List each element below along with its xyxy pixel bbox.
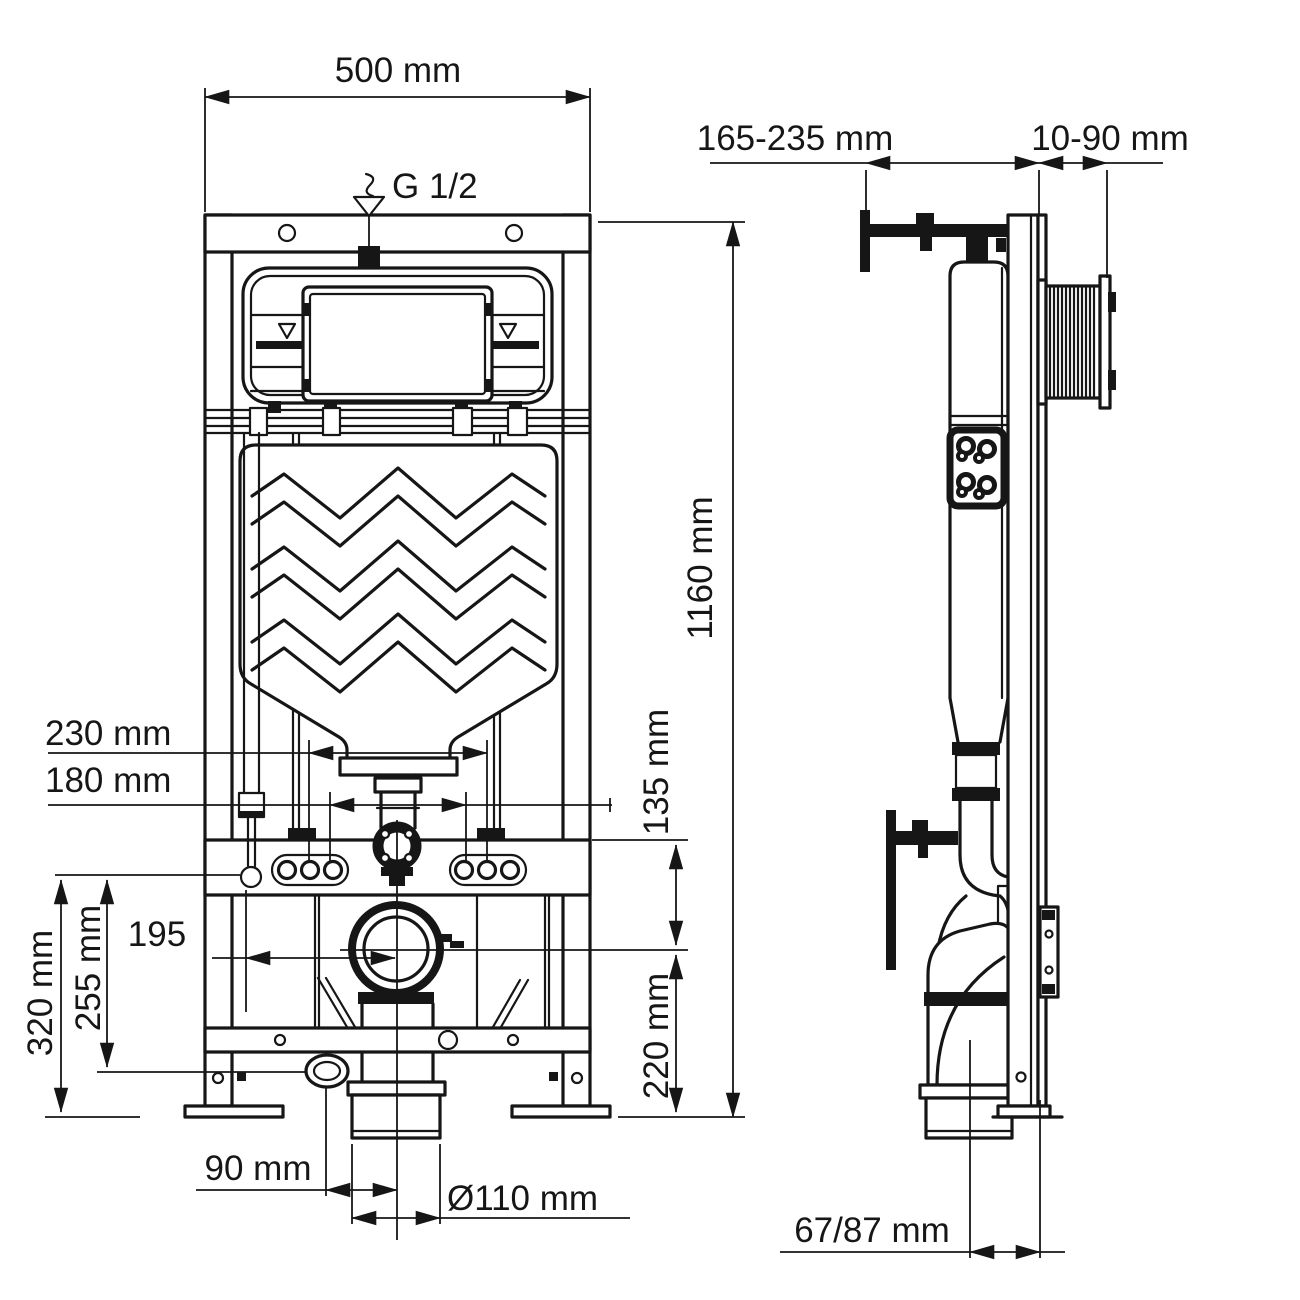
- cistern-side: [948, 232, 1010, 801]
- dim-label-water-inlet: G 1/2: [392, 167, 478, 206]
- dim-label-frame-width: 500 mm: [335, 51, 461, 90]
- top-bar-hole: [504, 223, 524, 243]
- dim-frame-height: 1160 mm: [681, 221, 741, 1118]
- dim-fixing-wide: 230 mm: [45, 714, 488, 761]
- level-mark-icon: [277, 322, 297, 340]
- frame-top-bar: [203, 213, 592, 254]
- level-mark-icon: [498, 322, 518, 340]
- fixing-slot: [448, 853, 528, 887]
- access-window: [301, 285, 494, 403]
- dim-label-bracket-height: 320 mm: [21, 930, 60, 1056]
- dim-label-fixing-narrow: 180 mm: [45, 761, 171, 800]
- dim-side-port-height: 255 mm: [69, 879, 115, 1068]
- dim-crossbar-to-outlet: 135 mm: [637, 709, 684, 946]
- inlet-fitting-side: [966, 232, 988, 262]
- left-foot: [183, 1104, 285, 1119]
- dim-water-inlet: G 1/2: [352, 167, 478, 250]
- dim-label-fixing-wide: 230 mm: [45, 714, 171, 753]
- dim-label-outlet-height: 220 mm: [637, 973, 676, 1099]
- inlet-fitting: [358, 246, 380, 268]
- dim-outlet-diameter: Ø110 mm: [351, 1179, 630, 1226]
- frame-front: [203, 213, 592, 1108]
- dim-label-front-adjustment: 10-90 mm: [1031, 119, 1189, 158]
- lower-wall-bracket: [886, 810, 958, 970]
- sleeve-end-plate: [1098, 274, 1112, 410]
- dim-label-side-port-height: 255 mm: [69, 905, 108, 1031]
- fixing-slot: [270, 853, 350, 887]
- cistern-tank: [238, 246, 559, 777]
- dim-label-outlet-offset: 195: [128, 915, 186, 954]
- outlet-assembly: [304, 901, 464, 1140]
- access-panel-assembly: [203, 266, 592, 437]
- dim-frame-width: 500 mm: [204, 51, 591, 105]
- dim-outlet-height: 220 mm: [637, 954, 684, 1113]
- inlet-arrow-icon: [352, 195, 386, 218]
- top-bar-hole: [277, 223, 297, 243]
- access-sleeve-bellows: [1036, 274, 1116, 410]
- dim-wall-to-frame: 165-235 mm: [697, 119, 1040, 171]
- dim-label-outlet-diameter: Ø110 mm: [447, 1179, 598, 1218]
- dim-fixing-narrow: 180 mm: [45, 761, 612, 813]
- dim-outlet-offset: 195: [128, 915, 396, 966]
- frame-left-post: [203, 213, 234, 1108]
- lower-struts: [313, 893, 551, 1030]
- tank-wave-line: [250, 466, 547, 520]
- dim-label-wall-to-frame: 165-235 mm: [697, 119, 893, 158]
- dimensions: 500 mm G 1/2 1160 mm 230 mm 180 mm 135: [21, 51, 1189, 1260]
- keyhole-plate: [946, 426, 1008, 510]
- dim-outlet-wall-distance: 67/87 mm: [780, 1211, 1065, 1260]
- right-foot: [510, 1104, 612, 1119]
- reference-lines: [45, 88, 1108, 1258]
- dim-bracket-height: 320 mm: [21, 879, 69, 1113]
- dim-label-crossbar-to-outlet: 135 mm: [637, 709, 676, 835]
- dim-label-frame-height: 1160 mm: [681, 496, 720, 639]
- tank-neck-flange: [338, 756, 459, 777]
- elbow-clamp: [924, 992, 1016, 1006]
- dim-label-outlet-wall-distance: 67/87 mm: [794, 1211, 950, 1250]
- lower-fixing-plate: [1038, 905, 1060, 999]
- outlet-clamp: [358, 992, 434, 1004]
- upper-wall-bracket: [860, 210, 1008, 272]
- side-foot: [996, 1104, 1052, 1119]
- dim-label-side-port-offset: 90 mm: [205, 1149, 312, 1188]
- water-squiggle-icon: [364, 172, 375, 198]
- frame-right-post: [561, 213, 592, 1108]
- dim-front-adjustment: 10-90 mm: [1031, 119, 1189, 171]
- side-view: [860, 210, 1116, 1140]
- side-plumbing: [918, 799, 1020, 1140]
- flush-pipe: [373, 773, 423, 830]
- dim-side-port-offset: 90 mm: [196, 1149, 398, 1198]
- frame-post-side: [991, 213, 1064, 1119]
- side-inlet-port: [304, 1053, 350, 1089]
